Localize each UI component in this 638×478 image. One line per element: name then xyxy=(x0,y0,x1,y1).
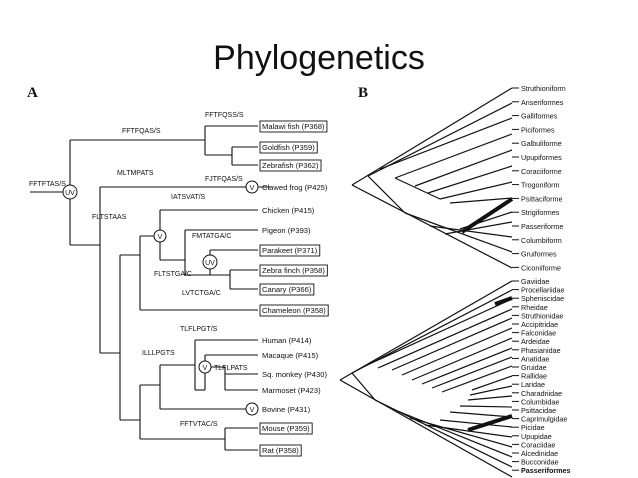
sequence-label: ILLLPGTS xyxy=(142,350,175,357)
leaf-box xyxy=(259,264,328,277)
sequence-label: FFTFQSS/S xyxy=(205,112,244,119)
taxon-label: Procellariidae xyxy=(521,286,565,295)
taxon-label: Passeriformes xyxy=(521,466,571,475)
taxon-label: Strigiformes xyxy=(521,208,560,217)
taxon-label: Trogoniform xyxy=(521,181,559,190)
taxon-label: Charadriidae xyxy=(521,389,562,398)
uv-node-label: UV xyxy=(65,190,75,197)
taxon-label: Galbuliforme xyxy=(521,139,562,148)
sequence-label: IATSVAT/S xyxy=(171,194,206,201)
panel-b-bottom-taxa: GaviidaeProcellariidaeSpheniscidaeRheida… xyxy=(512,277,571,475)
sequence-label: FJTFQAS/S xyxy=(205,176,243,183)
leaf-label: Malawi fish (P368) xyxy=(262,122,325,131)
thick-branch xyxy=(494,296,513,306)
leaf-box xyxy=(259,422,313,435)
taxon-label: Psittacidae xyxy=(521,406,556,415)
panel-a-nodes: UV V V UV V V xyxy=(62,180,259,416)
taxon-label: Columbiform xyxy=(521,236,562,245)
panel-b-letter: B xyxy=(358,85,368,101)
v-node-label: V xyxy=(203,365,208,372)
leaf-label: Goldfish (P359) xyxy=(262,143,315,152)
leaf-box xyxy=(259,304,329,317)
panel-a-leaves: Malawi fish (P368) Goldfish (P359) Zebrafi… xyxy=(259,120,329,457)
taxon-label: Galliformes xyxy=(521,112,558,121)
v-node-label: V xyxy=(158,234,163,241)
leaf-box xyxy=(259,141,318,154)
leaf-box xyxy=(259,159,322,172)
taxon-label: Rheidae xyxy=(521,303,548,312)
panel-a-sequences: FFTFTAS/S FFTFQSS/S FFTFQAS/S MLTMPATS F… xyxy=(29,112,248,428)
taxon-label: Struthioniform xyxy=(521,84,566,93)
panel-a-letter: A xyxy=(27,85,38,101)
taxon-label: Gruiformes xyxy=(521,250,557,259)
leaf-label: Bovine (P431) xyxy=(262,405,311,414)
taxon-label: Upupiformes xyxy=(521,153,562,162)
panel-b-bottom-tree xyxy=(339,280,513,478)
leaf-box xyxy=(259,444,302,457)
leaf-label: Zebra finch (P358) xyxy=(262,266,325,275)
taxon-label: Ciconiiforme xyxy=(521,263,561,272)
panel-a-tree-lines xyxy=(30,125,270,451)
taxon-label: Piciformes xyxy=(521,125,555,134)
sequence-label: FLTSTGA/C xyxy=(154,271,192,278)
leaf-label: Human (P414) xyxy=(262,336,312,345)
taxon-label: Columbidae xyxy=(521,397,559,406)
thick-branch xyxy=(467,414,513,432)
taxon-label: Caprimulgidae xyxy=(521,415,567,424)
leaf-label: Rat (P358) xyxy=(262,446,299,455)
taxon-label: Alcedinidae xyxy=(521,449,558,458)
sequence-label: FFTFQAS/S xyxy=(122,128,161,135)
taxon-label: Laridae xyxy=(521,380,545,389)
leaf-label: Mouse (P359) xyxy=(262,424,310,433)
taxon-label: Anatidae xyxy=(521,354,549,363)
leaf-label: Sq. monkey (P430) xyxy=(262,370,327,379)
taxon-label: Upupidae xyxy=(521,432,552,441)
taxon-label: Ardeidae xyxy=(521,337,550,346)
taxon-label: Passeriforme xyxy=(521,222,563,231)
leaf-box xyxy=(259,120,328,133)
leaf-label: Zebrafish (P362) xyxy=(262,161,319,170)
taxon-label: Picidae xyxy=(521,423,545,432)
slide-title: Phylogenetics xyxy=(213,39,425,77)
leaf-box xyxy=(259,244,321,257)
uv-node-label: UV xyxy=(205,260,215,267)
leaf-label: Canary (P366) xyxy=(262,285,312,294)
leaf-label: Chameleon (P358) xyxy=(262,306,326,315)
taxon-label: Bucconidae xyxy=(521,458,559,467)
taxon-label: Falconidae xyxy=(521,329,556,338)
panel-b-top-taxa: StruthioniformAnseriformesGalliformesPic… xyxy=(512,84,566,272)
leaf-label: Clawed frog (P425) xyxy=(262,183,328,192)
sequence-label: TLFLPATS xyxy=(214,365,248,372)
taxon-label: Gaviidae xyxy=(521,277,549,286)
v-node-label: V xyxy=(250,407,255,414)
taxon-label: Psittaciforme xyxy=(521,194,563,203)
v-node-label: V xyxy=(250,185,255,192)
taxon-label: Struthionidae xyxy=(521,311,563,320)
taxon-label: Gruidae xyxy=(521,363,547,372)
sequence-label: TLFLPGT/S xyxy=(180,326,218,333)
taxon-label: Coraciidae xyxy=(521,440,555,449)
leaf-label: Parakeet (P371) xyxy=(262,246,318,255)
taxon-label: Phasianidae xyxy=(521,346,561,355)
taxon-label: Coraciiforme xyxy=(521,167,562,176)
taxon-label: Rallidae xyxy=(521,372,547,381)
taxon-label: Anseriformes xyxy=(521,98,564,107)
taxon-label: Accipitridae xyxy=(521,320,558,329)
sequence-label: FFTVTAC/S xyxy=(180,421,218,428)
sequence-label: LVTCTGA/C xyxy=(182,290,221,297)
leaf-label: Pigeon (P393) xyxy=(262,226,311,235)
leaf-label: Chicken (P415) xyxy=(262,206,315,215)
panel-b-top-tree xyxy=(351,87,513,269)
sequence-label: FLTSTAAS xyxy=(92,214,127,221)
taxon-label: Spheniscidae xyxy=(521,294,564,303)
root-sequence: FFTFTAS/S xyxy=(29,181,66,188)
sequence-label: FMTATGA/C xyxy=(192,233,231,240)
thick-branch xyxy=(460,197,514,234)
sequence-label: MLTMPATS xyxy=(117,170,154,177)
leaf-label: Marmoset (P423) xyxy=(262,386,321,395)
leaf-box xyxy=(259,283,315,296)
leaf-label: Macaque (P415) xyxy=(262,351,319,360)
